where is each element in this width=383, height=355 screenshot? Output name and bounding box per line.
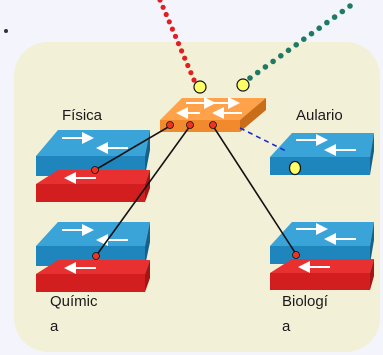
port-dot-biologia	[292, 251, 300, 259]
link-dot	[166, 19, 172, 25]
port-dot-core-1	[166, 121, 174, 129]
link-dot	[182, 55, 188, 61]
link-dot	[160, 4, 166, 10]
link-dot	[175, 41, 182, 47]
link-dot	[324, 19, 330, 26]
link-dot	[169, 26, 175, 32]
link-core-quimica	[95, 125, 191, 257]
core-switch-orange	[160, 97, 266, 132]
label-biologia-line1: Biologí	[282, 293, 328, 310]
label-quimica-line1: Químic	[50, 293, 98, 310]
port-dot-quimica	[92, 252, 100, 260]
link-dot	[254, 69, 261, 76]
link-core-fisica	[94, 125, 171, 171]
label-aulario: Aulario	[296, 107, 343, 124]
uplink-green-dotted	[247, 3, 353, 81]
aulario-port	[288, 160, 302, 176]
link-dot	[247, 75, 253, 81]
yellow-ports	[193, 78, 302, 176]
layer-quimica-red	[36, 260, 150, 292]
uplink-port-right	[236, 78, 250, 92]
link-dot	[191, 77, 197, 83]
link-dot	[179, 48, 185, 54]
link-dot	[262, 64, 269, 70]
link-dot	[301, 36, 307, 42]
link-dot	[331, 14, 338, 20]
label-fisica: Física	[62, 107, 103, 124]
port-dots	[91, 121, 300, 260]
link-dot	[316, 25, 323, 32]
label-biologia-line2: a	[282, 318, 291, 335]
link-dot	[185, 62, 191, 69]
layer-biologia-red	[270, 259, 374, 290]
link-dot	[339, 8, 346, 15]
link-dot	[347, 3, 353, 9]
uplink-port-left	[193, 80, 207, 94]
switch-quimica-top	[36, 222, 150, 266]
link-dot	[308, 30, 315, 37]
link-dot	[157, 0, 163, 3]
uplink-red-dotted	[157, 0, 197, 83]
port-dot-fisica	[91, 166, 99, 174]
link-core-biologia	[212, 125, 297, 255]
port-dot-core-3	[209, 121, 217, 129]
link-dot	[293, 42, 300, 48]
corner-dot	[4, 29, 8, 33]
link-dot	[270, 58, 276, 65]
link-dot	[285, 47, 292, 54]
link-dot	[172, 33, 179, 40]
link-dot	[163, 11, 169, 18]
label-quimica-line2: a	[50, 318, 59, 335]
link-dot	[278, 53, 284, 59]
port-dot-core-2	[186, 121, 194, 129]
link-dot	[188, 70, 194, 76]
layer-fisica-red	[36, 170, 150, 202]
